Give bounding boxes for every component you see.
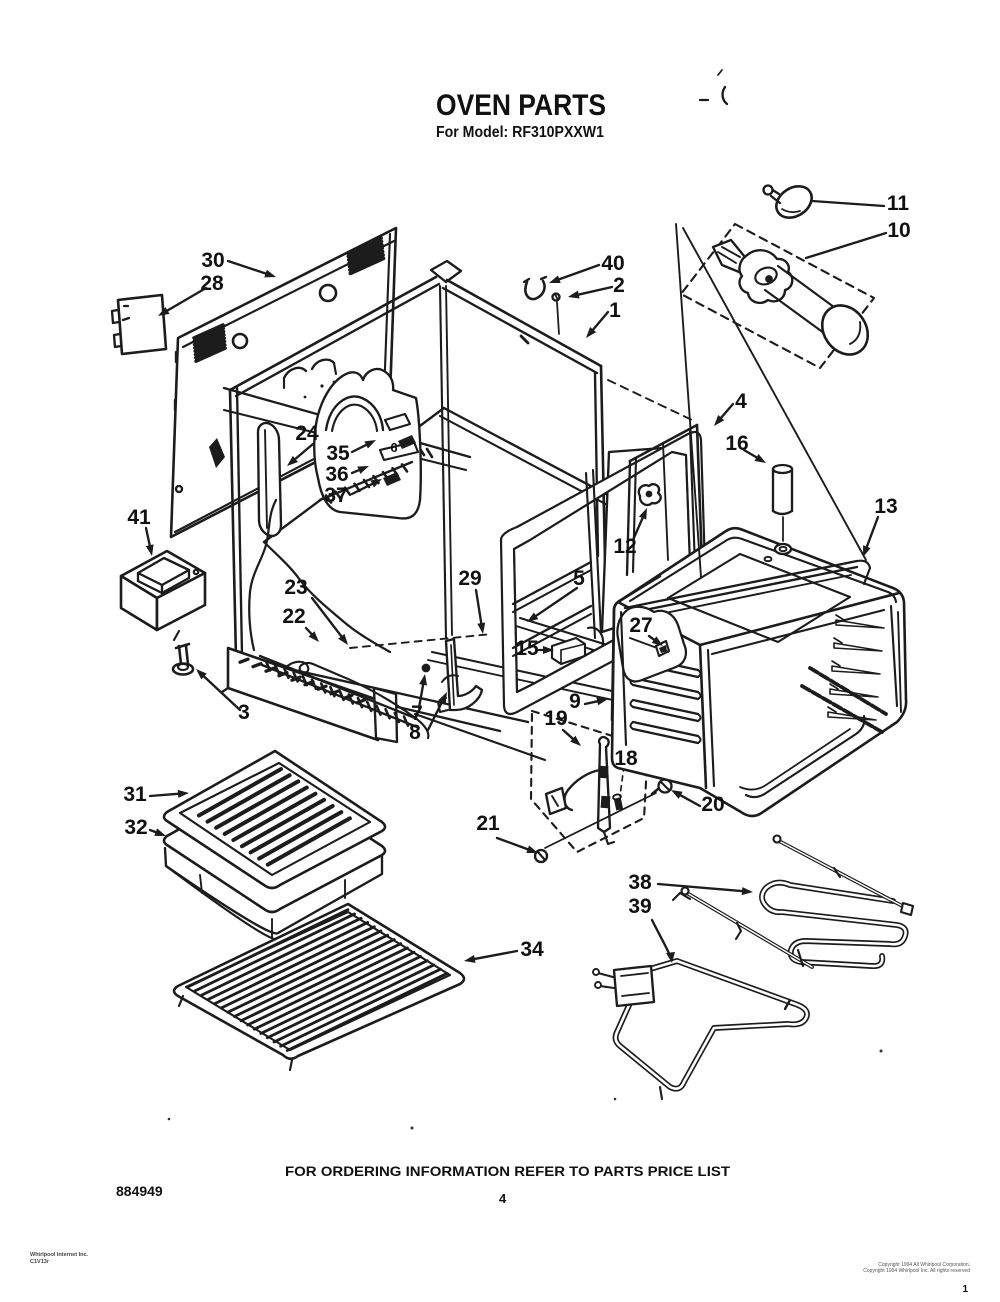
svg-text:31: 31	[123, 783, 147, 806]
svg-text:10: 10	[887, 219, 910, 242]
svg-text:5: 5	[573, 567, 585, 590]
svg-text:36: 36	[325, 463, 348, 486]
svg-text:12: 12	[613, 535, 636, 558]
svg-text:23: 23	[284, 576, 307, 599]
svg-text:1: 1	[962, 1284, 968, 1295]
svg-text:884949: 884949	[116, 1183, 163, 1199]
svg-text:40: 40	[601, 252, 624, 275]
svg-text:OVEN PARTS: OVEN PARTS	[436, 89, 606, 122]
svg-text:28: 28	[200, 272, 224, 295]
svg-text:20: 20	[701, 793, 724, 816]
svg-text:8: 8	[409, 721, 421, 744]
svg-text:6: 6	[390, 440, 397, 455]
svg-text:16: 16	[725, 432, 748, 455]
svg-text:24: 24	[295, 422, 319, 445]
svg-text:C1V13r: C1V13r	[30, 1259, 50, 1265]
svg-text:30: 30	[201, 249, 224, 272]
svg-text:21: 21	[476, 812, 500, 835]
svg-text:39: 39	[628, 895, 651, 918]
svg-text:41: 41	[127, 506, 151, 529]
svg-text:38: 38	[628, 871, 652, 894]
svg-text:18: 18	[614, 747, 638, 770]
svg-text:FOR ORDERING INFORMATION REFER: FOR ORDERING INFORMATION REFER TO PARTS …	[285, 1164, 731, 1179]
svg-text:13: 13	[874, 495, 897, 518]
svg-text:22: 22	[282, 605, 305, 628]
svg-text:34: 34	[520, 938, 544, 961]
svg-text:9: 9	[569, 690, 581, 713]
svg-text:For Model: RF310PXXW1: For Model: RF310PXXW1	[436, 124, 604, 141]
svg-text:29: 29	[458, 567, 481, 590]
svg-text:37: 37	[324, 484, 347, 507]
svg-text:11: 11	[887, 192, 910, 215]
svg-text:4: 4	[499, 1191, 507, 1206]
svg-text:7: 7	[411, 702, 423, 725]
svg-text:19: 19	[544, 707, 567, 730]
svg-text:27: 27	[629, 614, 652, 637]
svg-text:15: 15	[515, 637, 539, 660]
svg-text:4: 4	[735, 390, 747, 413]
svg-text:Whirlpool Internet Inc.: Whirlpool Internet Inc.	[30, 1252, 89, 1258]
svg-text:1: 1	[609, 299, 621, 322]
svg-text:2: 2	[613, 274, 625, 297]
svg-text:Copyright 1994 Whirlpool Inc.: Copyright 1994 Whirlpool Inc. All rights…	[863, 1268, 970, 1274]
svg-text:35: 35	[326, 442, 350, 465]
svg-text:Copyright 1994 All Whirlpoo: Copyright 1994 All Whirlpool Corporation…	[878, 1262, 970, 1268]
svg-text:32: 32	[124, 816, 147, 839]
svg-text:3: 3	[238, 701, 250, 724]
